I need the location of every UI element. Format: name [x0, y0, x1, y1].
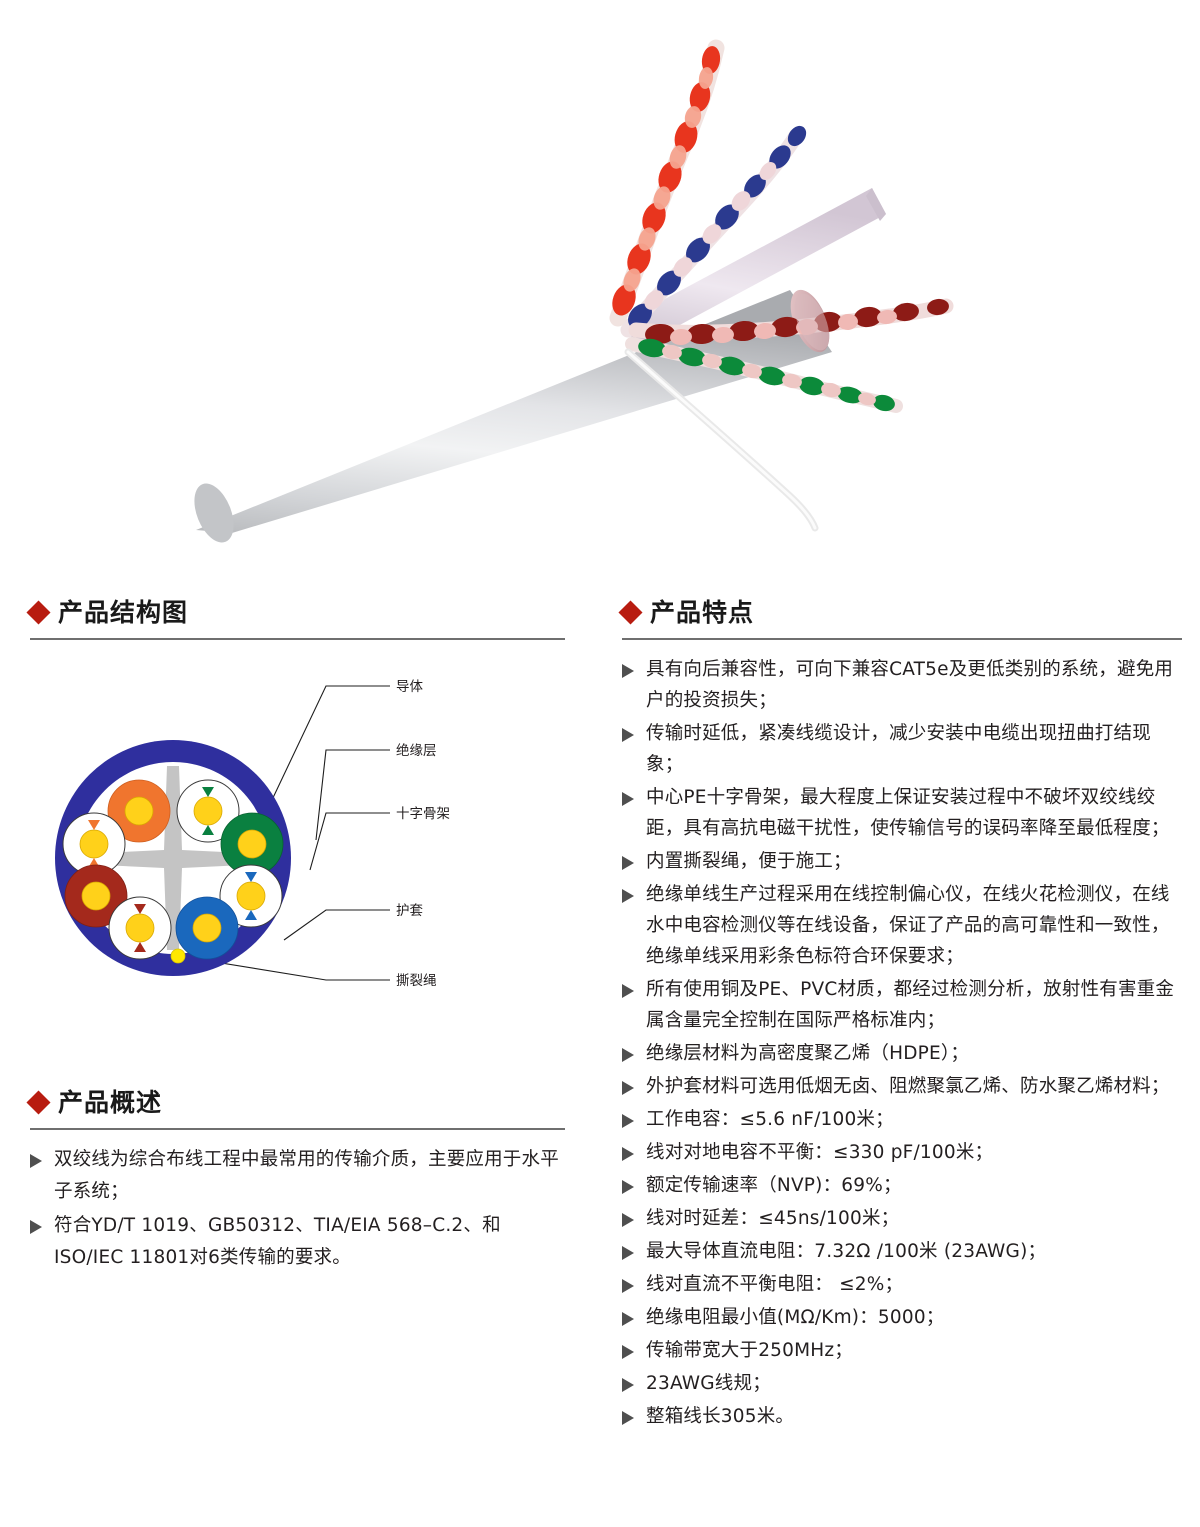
feature-item-text: 内置撕裂绳，便于施工； [646, 851, 852, 872]
list-item: 线对对地电容不平衡：≤330 pF/100米； [622, 1137, 1182, 1168]
list-item: 绝缘电阻最小值(MΩ/Km)：5000； [622, 1302, 1182, 1333]
feature-item-text: 23AWG线规； [646, 1373, 771, 1394]
list-item: 中心PE十字骨架，最大程度上保证安装过程中不破坏双绞线绞距，具有高抗电磁干扰性，… [622, 782, 1182, 844]
list-item: 绝缘单线生产过程采用在线控制偏心仪，在线火花检测仪，在线水中电容检测仪等在线设备… [622, 879, 1182, 972]
callout-leader-lines [177, 685, 390, 981]
overview-section-title: 产品概述 [58, 1088, 163, 1117]
pe-cross-spline [622, 188, 886, 348]
green-white-pair [625, 337, 903, 413]
feature-item-text: 传输时延低，紧凑线缆设计，减少安装中电缆出现扭曲打结现象； [646, 723, 1151, 775]
list-item: 整箱线长305米。 [622, 1401, 1182, 1432]
triangle-bullet-icon [622, 1180, 634, 1194]
features-header-divider [622, 638, 1182, 640]
triangle-bullet-icon [622, 1279, 634, 1293]
feature-item-text: 线对直流不平衡电阻： ≤2%； [646, 1274, 904, 1295]
list-item: 线对时延差：≤45ns/100米； [622, 1203, 1182, 1234]
triangle-bullet-icon [622, 856, 634, 870]
feature-item-text: 最大导体直流电阻：7.32Ω /100米 (23AWG)； [646, 1241, 1047, 1262]
list-item: 双绞线为综合布线工程中最常用的传输介质，主要应用于水平子系统； [30, 1144, 565, 1208]
list-item: 23AWG线规； [622, 1368, 1182, 1399]
features-section-header: 产品特点 [618, 598, 1182, 628]
triangle-bullet-icon [622, 1345, 634, 1359]
ripcord [624, 348, 819, 532]
list-item: 传输带宽大于250MHz； [622, 1335, 1182, 1366]
orange-white-pair [609, 39, 725, 327]
triangle-bullet-icon [622, 664, 634, 678]
callout-jacket-label: 护套 [396, 903, 423, 919]
list-item: 工作电容：≤5.6 nF/100米； [622, 1104, 1182, 1135]
features-section-title: 产品特点 [650, 598, 755, 627]
list-item: 符合YD/T 1019、GB50312、TIA/EIA 568–C.2、和ISO… [30, 1210, 565, 1274]
cable-cut-end [794, 293, 830, 351]
structure-section-header: 产品结构图 [26, 598, 565, 628]
triangle-bullet-icon [622, 1081, 634, 1095]
feature-item-text: 整箱线长305米。 [646, 1406, 795, 1427]
triangle-bullet-icon [622, 728, 634, 742]
feature-item-text: 线对时延差：≤45ns/100米； [646, 1208, 900, 1229]
pair-green [176, 779, 284, 876]
cross-spline [80, 766, 266, 950]
triangle-bullet-icon [622, 889, 634, 903]
feature-item-text: 传输带宽大于250MHz； [646, 1340, 853, 1361]
overview-item-text: 符合YD/T 1019、GB50312、TIA/EIA 568–C.2、和ISO… [54, 1215, 501, 1268]
list-item: 具有向后兼容性，可向下兼容CAT5e及更低类别的系统，避免用户的投资损失； [622, 654, 1182, 716]
list-item: 外护套材料可选用低烟无卤、阻燃聚氯乙烯、防水聚乙烯材料； [622, 1071, 1182, 1102]
list-item: 绝缘层材料为高密度聚乙烯（HDPE）； [622, 1038, 1182, 1069]
list-item: 内置撕裂绳，便于施工； [622, 846, 1182, 877]
triangle-bullet-icon [622, 1312, 634, 1326]
triangle-bullet-icon [622, 1048, 634, 1062]
feature-item-text: 所有使用铜及PE、PVC材质，都经过检测分析，放射性有害重金属含量完全控制在国际… [646, 979, 1175, 1031]
triangle-bullet-icon [30, 1154, 42, 1168]
triangle-bullet-icon [622, 1246, 634, 1260]
features-list: 具有向后兼容性，可向下兼容CAT5e及更低类别的系统，避免用户的投资损失； 传输… [622, 654, 1182, 1432]
pair-blue [175, 864, 283, 960]
product-photo [0, 0, 1200, 600]
triangle-bullet-icon [30, 1220, 42, 1234]
triangle-bullet-icon [622, 1147, 634, 1161]
product-photo-illustration [194, 39, 954, 543]
list-item: 最大导体直流电阻：7.32Ω /100米 (23AWG)； [622, 1236, 1182, 1267]
triangle-bullet-icon [622, 984, 634, 998]
feature-item-text: 额定传输速率（NVP)：69%； [646, 1175, 902, 1196]
pair-brown [64, 864, 172, 960]
feature-item-text: 绝缘层材料为高密度聚乙烯（HDPE）； [646, 1043, 970, 1064]
overview-list: 双绞线为综合布线工程中最常用的传输介质，主要应用于水平子系统； 符合YD/T 1… [30, 1144, 565, 1274]
diamond-bullet-icon [26, 600, 51, 625]
feature-item-text: 具有向后兼容性，可向下兼容CAT5e及更低类别的系统，避免用户的投资损失； [646, 659, 1174, 711]
triangle-bullet-icon [622, 1114, 634, 1128]
diamond-bullet-icon [618, 600, 643, 625]
feature-item-text: 中心PE十字骨架，最大程度上保证安装过程中不破坏双绞线绞距，具有高抗电磁干扰性，… [646, 787, 1170, 839]
structure-section-title: 产品结构图 [58, 598, 189, 627]
triangle-bullet-icon [622, 1411, 634, 1425]
overview-header-divider [30, 1128, 565, 1130]
diamond-bullet-icon [26, 1090, 51, 1115]
ripcord-dot [170, 948, 186, 964]
overview-section-header: 产品概述 [26, 1088, 565, 1118]
list-item: 额定传输速率（NVP)：69%； [622, 1170, 1182, 1201]
list-item: 线对直流不平衡电阻： ≤2%； [622, 1269, 1182, 1300]
feature-item-text: 线对对地电容不平衡：≤330 pF/100米； [646, 1142, 994, 1163]
structure-header-divider [30, 638, 565, 640]
overview-item-text: 双绞线为综合布线工程中最常用的传输介质，主要应用于水平子系统； [54, 1149, 559, 1202]
triangle-bullet-icon [622, 1213, 634, 1227]
list-item: 传输时延低，紧凑线缆设计，减少安装中电缆出现扭曲打结现象； [622, 718, 1182, 780]
cable-cross-section-diagram: 导体 绝缘层 十字骨架 护套 撕裂绳 [30, 658, 565, 1008]
feature-item-text: 外护套材料可选用低烟无卤、阻燃聚氯乙烯、防水聚乙烯材料； [646, 1076, 1170, 1097]
blue-white-pair [620, 125, 807, 338]
pair-orange [62, 779, 171, 876]
triangle-bullet-icon [622, 792, 634, 806]
list-item: 所有使用铜及PE、PVC材质，都经过检测分析，放射性有害重金属含量完全控制在国际… [622, 974, 1182, 1036]
feature-item-text: 绝缘电阻最小值(MΩ/Km)：5000； [646, 1307, 945, 1328]
callout-cross-spline-label: 十字骨架 [396, 806, 450, 822]
feature-item-text: 绝缘单线生产过程采用在线控制偏心仪，在线火花检测仪，在线水中电容检测仪等在线设备… [646, 884, 1170, 967]
callout-conductor-label: 导体 [396, 679, 423, 695]
callout-ripcord-label: 撕裂绳 [396, 973, 437, 989]
triangle-bullet-icon [622, 1378, 634, 1392]
callout-insulation-label: 绝缘层 [396, 743, 437, 759]
feature-item-text: 工作电容：≤5.6 nF/100米； [646, 1109, 894, 1130]
